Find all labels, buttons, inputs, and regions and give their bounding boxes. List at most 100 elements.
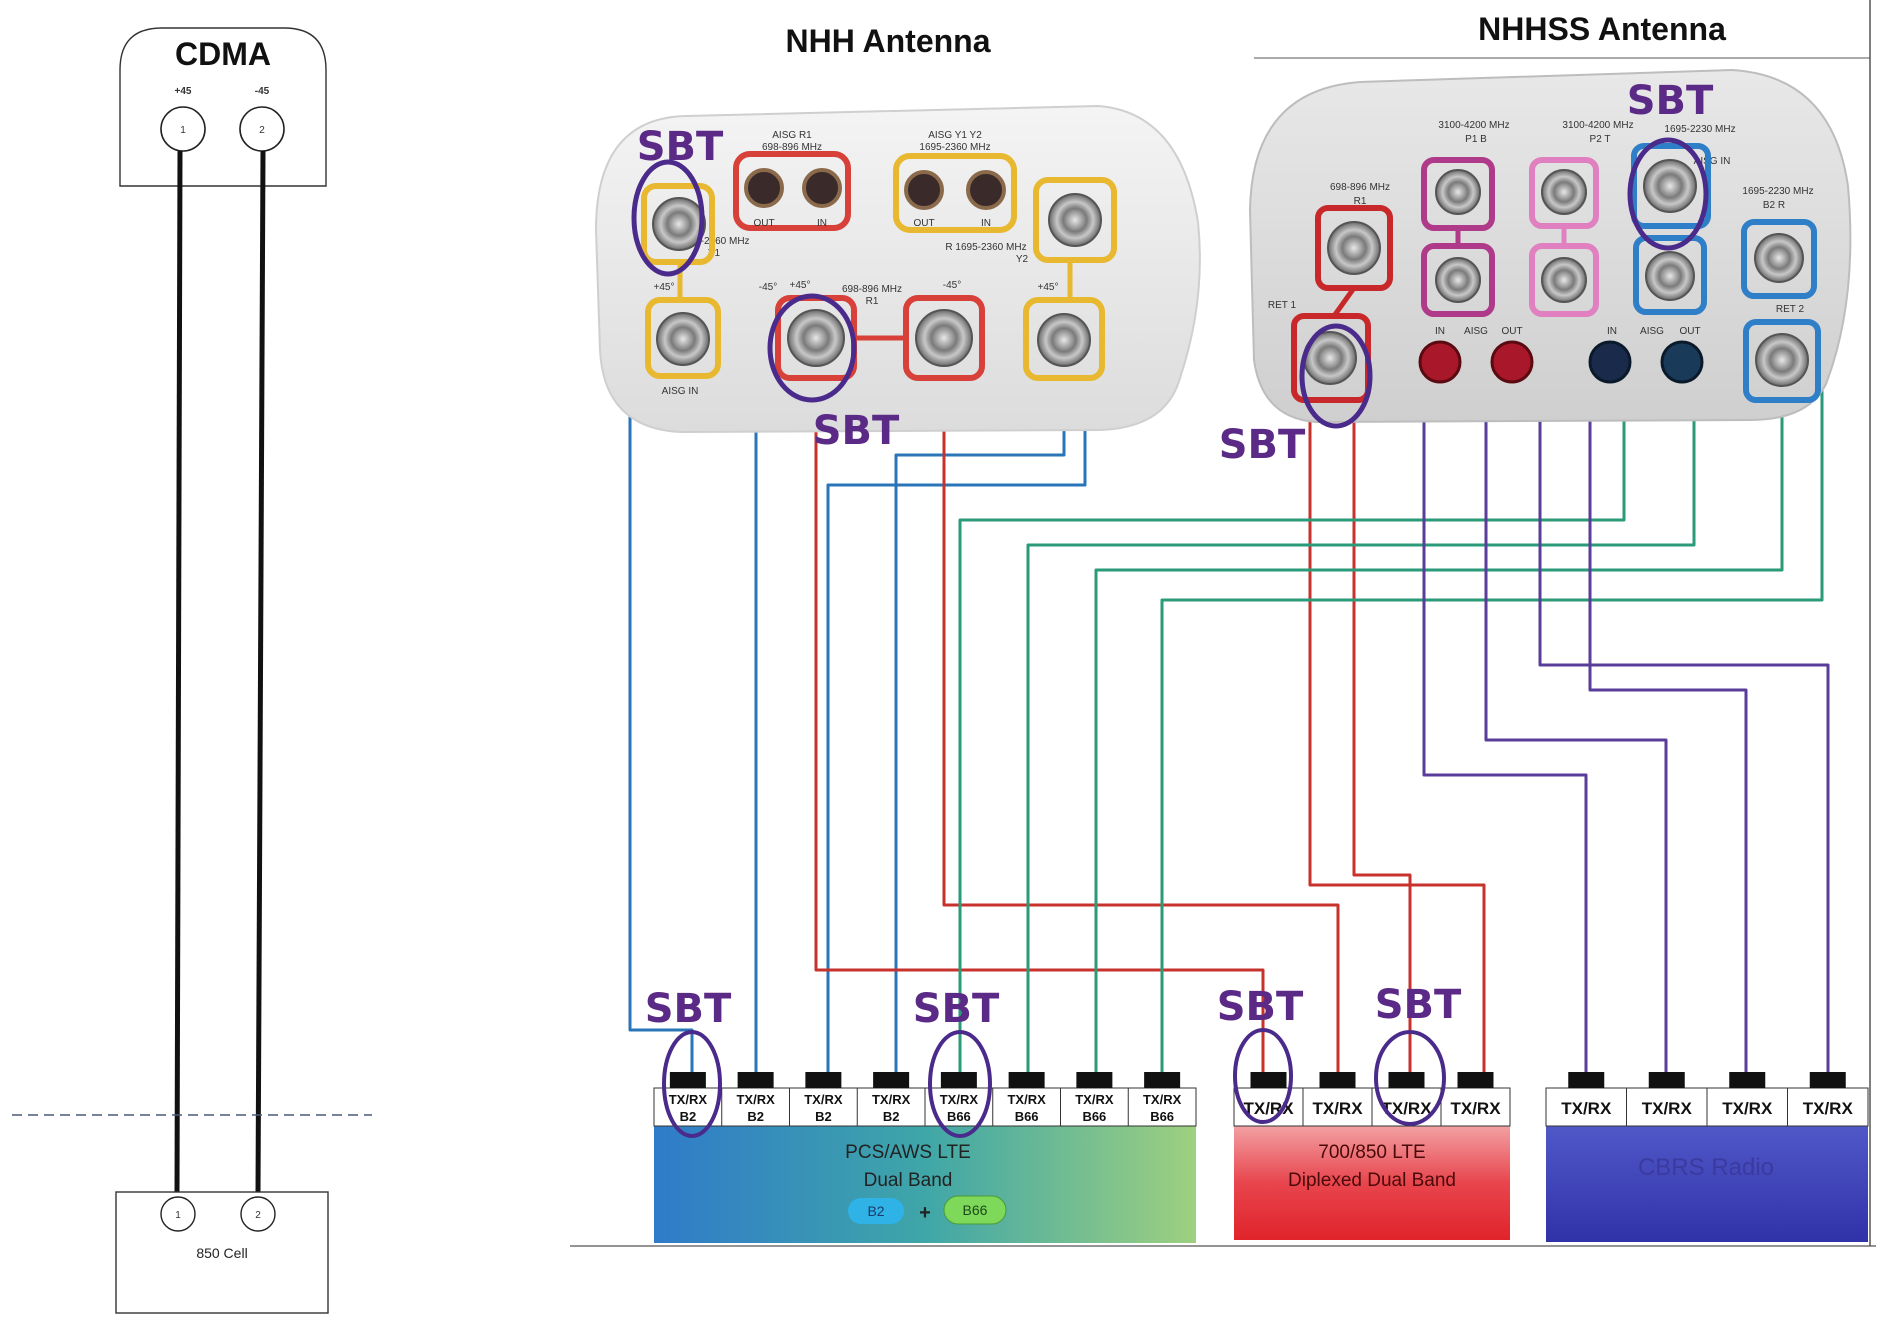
sbt-circle-nhh-y1 (631, 159, 705, 277)
sbt-label-lte-3: SBT (1375, 982, 1462, 1028)
sbt-label-lte-1: SBT (1217, 984, 1304, 1030)
nhhss-label-p2t: P2 T (1590, 134, 1611, 145)
pcs-line2: Dual Band (864, 1170, 953, 1191)
sbt-label-nhh-r1: SBT (813, 408, 900, 454)
pcs-port-6-label: TX/RX (1007, 1092, 1046, 1107)
nhh-aisg-y-out-conn (904, 170, 944, 210)
lte-line1: 700/850 LTE (1318, 1142, 1425, 1163)
nhhss-conn-b2-mid (1645, 251, 1695, 301)
sbt-circle-pcs-1 (662, 1030, 722, 1138)
lte-port-2-label: TX/RX (1312, 1099, 1363, 1118)
cdma-cable-1 (174, 150, 183, 1193)
nhh-aisg-y-frame (893, 153, 1017, 233)
nhh-label-aisg-y-freq: 1695-2360 MHz (919, 142, 990, 153)
sbt-circle-lte-3 (1374, 1030, 1446, 1126)
nhhss-label-ret2: RET 2 (1776, 304, 1805, 315)
nhh-label-m45b: -45° (943, 280, 961, 291)
cable-nhh-y2-to-pcs4 (894, 366, 1066, 1072)
nhhss-aisg-in-b (1588, 340, 1632, 384)
nhhss-label-band-p2: 3100-4200 MHz (1562, 120, 1633, 131)
nhhss-aisg-out-b (1660, 340, 1704, 384)
pcs-port-5-label: TX/RX (940, 1092, 979, 1107)
nhh-label-out1: OUT (753, 218, 774, 229)
nhh-frame-aisg-in (645, 297, 721, 379)
nhh-label-m45a: -45° (759, 282, 777, 293)
cell-port-1-label: 1 (175, 1210, 181, 1221)
cdma-port-plus45: +45 (175, 86, 192, 97)
pcs-port-1-band: B2 (680, 1109, 697, 1124)
nhh-frame-yr-top (1033, 177, 1117, 263)
sbt-markers: SBT SBT SBT SBT SBT SBT SBT SBT (631, 78, 1714, 1138)
lte-port-4-label: TX/RX (1450, 1099, 1501, 1118)
lte-port-3-jack (1388, 1072, 1425, 1088)
cell-port-2-label: 2 (255, 1210, 261, 1221)
pcs-port-5-jack (940, 1072, 977, 1088)
nhh-label-in1: IN (817, 218, 827, 229)
nhhss-label-aisg-in: AISG IN (1694, 156, 1731, 167)
cdma-port-2-label: 2 (259, 125, 265, 136)
pcs-port-3-label: TX/RX (804, 1092, 843, 1107)
nhhss-label-out-b: OUT (1679, 326, 1700, 337)
sbt-circle-lte-1 (1233, 1028, 1293, 1124)
nhhss-conn-right-bottom (1755, 333, 1809, 387)
pcs-radio-body (654, 1126, 1196, 1243)
nhh-label-aisg-r1: AISG R1 (772, 130, 812, 141)
cell-port-1 (160, 1196, 196, 1232)
sbt-label-pcs-5: SBT (913, 986, 1000, 1032)
nhhss-label-aisg-a: AISG (1464, 326, 1488, 337)
nhhss-aisg-in-a (1418, 340, 1462, 384)
nhh-label-aisg-y: AISG Y1 Y2 (928, 130, 982, 141)
pcs-port-6-jack (1008, 1072, 1045, 1088)
cable-nhhss-r1p (1352, 272, 1412, 1072)
cbrs-port-1-jack (1568, 1072, 1605, 1088)
nhh-label-p45a: +45° (654, 282, 675, 293)
sbt-circle-nhh-r1 (767, 293, 857, 403)
cbrs-port-2-label: TX/RX (1642, 1099, 1693, 1118)
nhhss-label-p1b: P1 B (1465, 134, 1487, 145)
cable-nhh-aisg-to-pcs2 (688, 365, 758, 1072)
nhhss-label-band-top: 1695-2230 MHz (1664, 124, 1735, 135)
pcs-port-8-label: TX/RX (1143, 1092, 1182, 1107)
badge-plus: + (919, 1202, 931, 1224)
pcs-port-5-band: B66 (947, 1109, 971, 1124)
cell-port-2 (240, 1196, 276, 1232)
pcs-port-4-jack (873, 1072, 910, 1088)
pcs-port-2-jack (737, 1072, 774, 1088)
cdma-title: CDMA (175, 36, 271, 72)
nhh-antenna: NHH Antenna AISG R1 698-896 MHz AISG Y1 … (594, 23, 1201, 434)
lte-port-2-jack (1319, 1072, 1356, 1088)
badge-b2-label: B2 (867, 1203, 884, 1219)
nhh-conn-aisg-in (656, 312, 710, 366)
lte-port-4-jack (1457, 1072, 1494, 1088)
nhhss-label-out-a: OUT (1501, 326, 1522, 337)
nhh-label-aisg-r1-freq: 698-896 MHz (762, 142, 822, 153)
cbrs-radio-body (1546, 1126, 1868, 1242)
cell-850-label: 850 Cell (196, 1245, 247, 1261)
nhhss-label-in-a: IN (1435, 326, 1445, 337)
pcs-aws-radio: TX/RXB2TX/RXB2TX/RXB2TX/RXB2TX/RXB66TX/R… (653, 1072, 1197, 1243)
nhhss-label-b2r: B2 R (1763, 200, 1785, 211)
nhh-aisg-out-conn (744, 168, 784, 208)
sbt-label-nhh-y1: SBT (637, 124, 724, 170)
cbrs-port-2-jack (1648, 1072, 1685, 1088)
lte-line2: Diplexed Dual Band (1288, 1170, 1456, 1191)
nhhss-conn-p2-plus (1541, 169, 1587, 215)
sbt-circle-pcs-5 (928, 1030, 992, 1138)
lte-port-3-label: TX/RX (1381, 1099, 1432, 1118)
pcs-port-2-label: TX/RX (736, 1092, 775, 1107)
nhhss-label-r1: R1 (1354, 196, 1367, 207)
cdma-port-minus45: -45 (255, 86, 270, 97)
pcs-port-8-band: B66 (1150, 1109, 1174, 1124)
nhhss-frame-b2-mid (1633, 235, 1707, 315)
nhh-aisg-r1-frame (733, 151, 851, 231)
nhh-conn-y2-minus (1037, 313, 1091, 367)
nhh-label-mid-band: 698-896 MHz (842, 284, 902, 295)
lte-port-1-jack (1250, 1072, 1287, 1088)
nhh-label-r1: R1 (866, 296, 879, 307)
nhh-label-aisg-in: AISG IN (662, 386, 699, 397)
nhhss-frame-right-bottom (1743, 319, 1821, 403)
cbrs-port-3-jack (1729, 1072, 1766, 1088)
nhhss-label-in-b: IN (1607, 326, 1617, 337)
nhh-label-r-band: R 1695-2360 MHz (945, 242, 1026, 253)
